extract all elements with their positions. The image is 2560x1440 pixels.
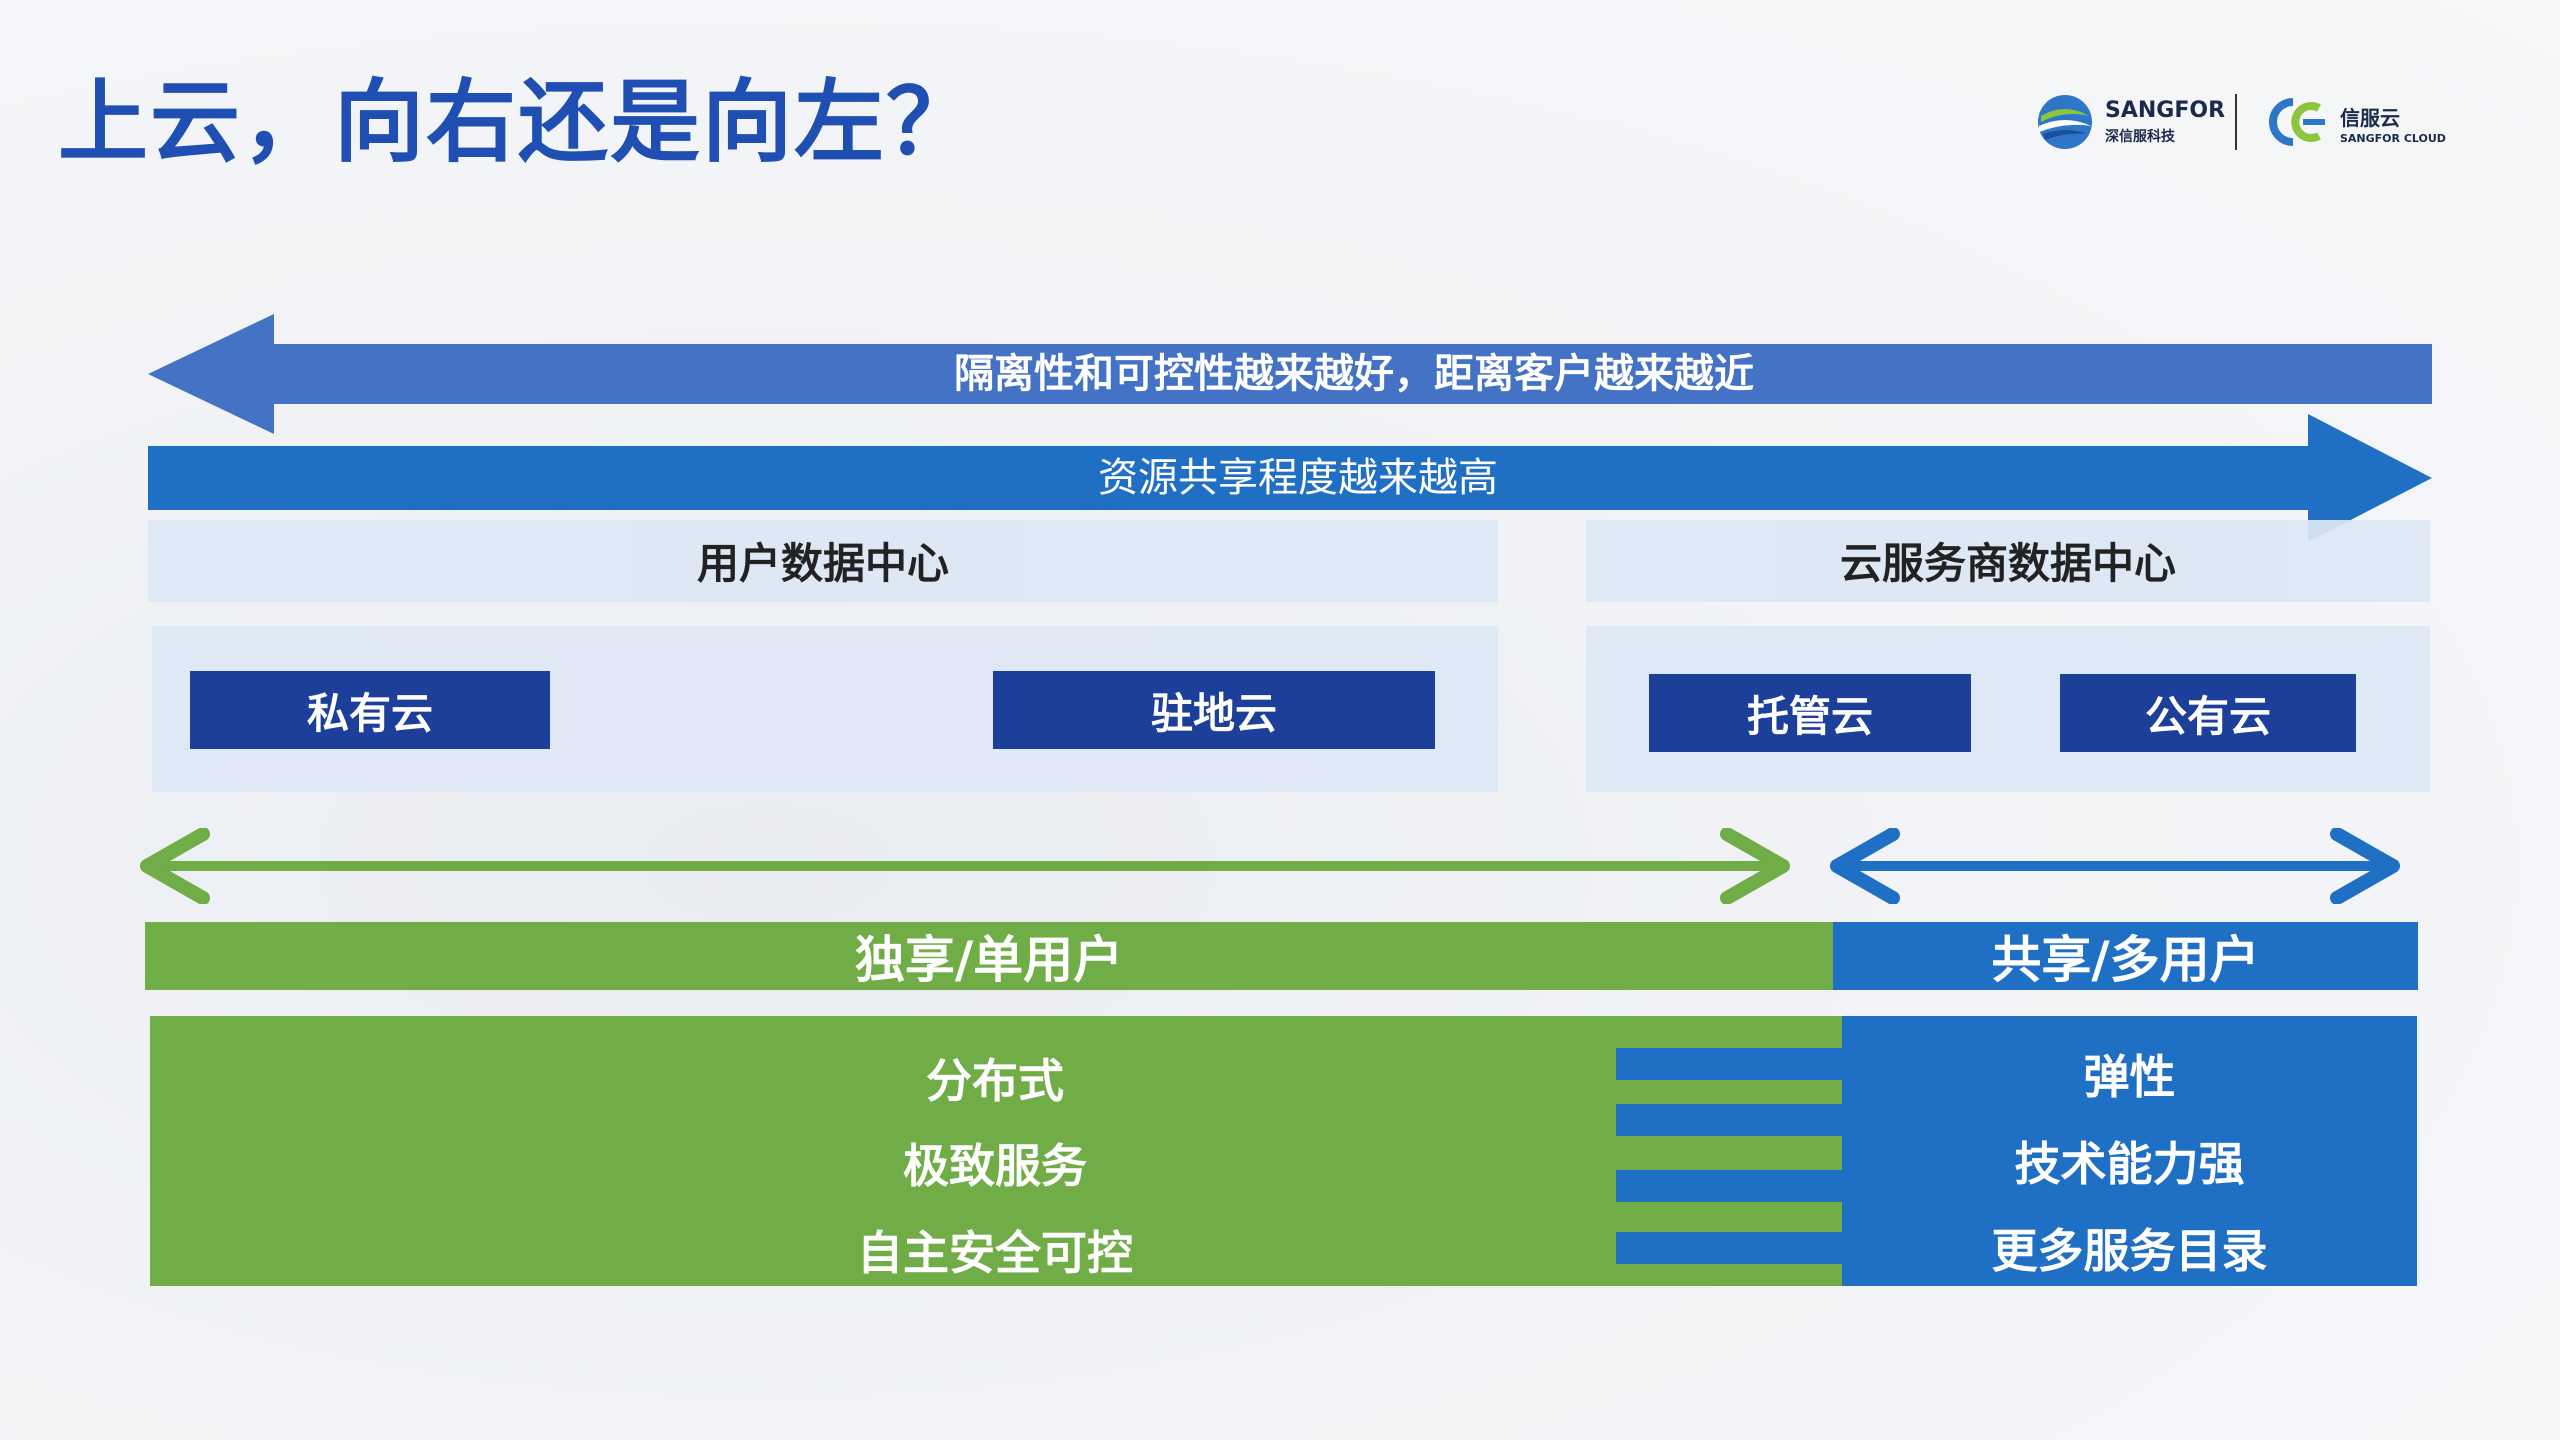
interleave-stripe	[1616, 1232, 1842, 1264]
feature-self-controlled: 自主安全可控	[857, 1226, 1133, 1280]
left-arrow-label: 隔离性和可控性越来越好，距离客户越来越近	[954, 351, 1754, 397]
logo-area: SANGFOR 深信服科技 信服云 SANGFOR CLOUD	[2035, 92, 2455, 152]
sangfor-brand-text: SANGFOR	[2105, 98, 2226, 123]
interleave-stripe	[1616, 1202, 1842, 1232]
hosted-cloud-box: 托管云	[1649, 674, 1971, 752]
feature-strong-tech: 技术能力强	[2014, 1137, 2245, 1191]
public-cloud-box: 公有云	[2060, 674, 2356, 752]
private-cloud-box: 私有云	[190, 671, 550, 749]
cloud-brand-en: SANGFOR CLOUD	[2340, 132, 2446, 145]
interleave-stripe	[1616, 1048, 1842, 1080]
cloud-brand-cn: 信服云	[2340, 106, 2400, 130]
page-title: 上云，向右还是向左？	[58, 70, 978, 175]
user-datacenter-header: 用户数据中心	[148, 520, 1498, 602]
single-tenant-range-arrow	[140, 828, 1790, 904]
interleave-stripe	[1616, 1080, 1842, 1104]
single-tenant-features-block	[150, 1016, 1842, 1286]
onsite-cloud-box: 驻地云	[993, 671, 1435, 749]
sangfor-logo-icon	[2038, 95, 2092, 149]
logo-divider	[2235, 94, 2237, 150]
interleave-stripe	[1616, 1136, 1842, 1170]
sangfor-cloud-logo-icon	[2269, 98, 2325, 146]
left-arrow-shape	[148, 314, 2432, 434]
multi-tenant-bar: 共享/多用户	[1833, 922, 2418, 990]
interleave-stripe	[1616, 1170, 1842, 1202]
multi-tenant-range-arrow	[1830, 828, 2400, 904]
feature-more-services: 更多服务目录	[1991, 1224, 2268, 1278]
sangfor-brand-cn: 深信服科技	[2105, 129, 2175, 145]
provider-datacenter-header: 云服务商数据中心	[1586, 520, 2430, 602]
single-tenant-bar: 独享/单用户	[145, 922, 1833, 990]
right-arrow-shape	[148, 414, 2432, 542]
multi-tenant-features-block	[1842, 1016, 2417, 1286]
feature-elasticity: 弹性	[2083, 1050, 2176, 1104]
interleave-stripe	[1616, 1104, 1842, 1136]
right-arrow-label: 资源共享程度越来越高	[1098, 455, 1498, 501]
feature-ultimate-service: 极致服务	[903, 1139, 1087, 1193]
feature-distributed: 分布式	[926, 1054, 1064, 1108]
